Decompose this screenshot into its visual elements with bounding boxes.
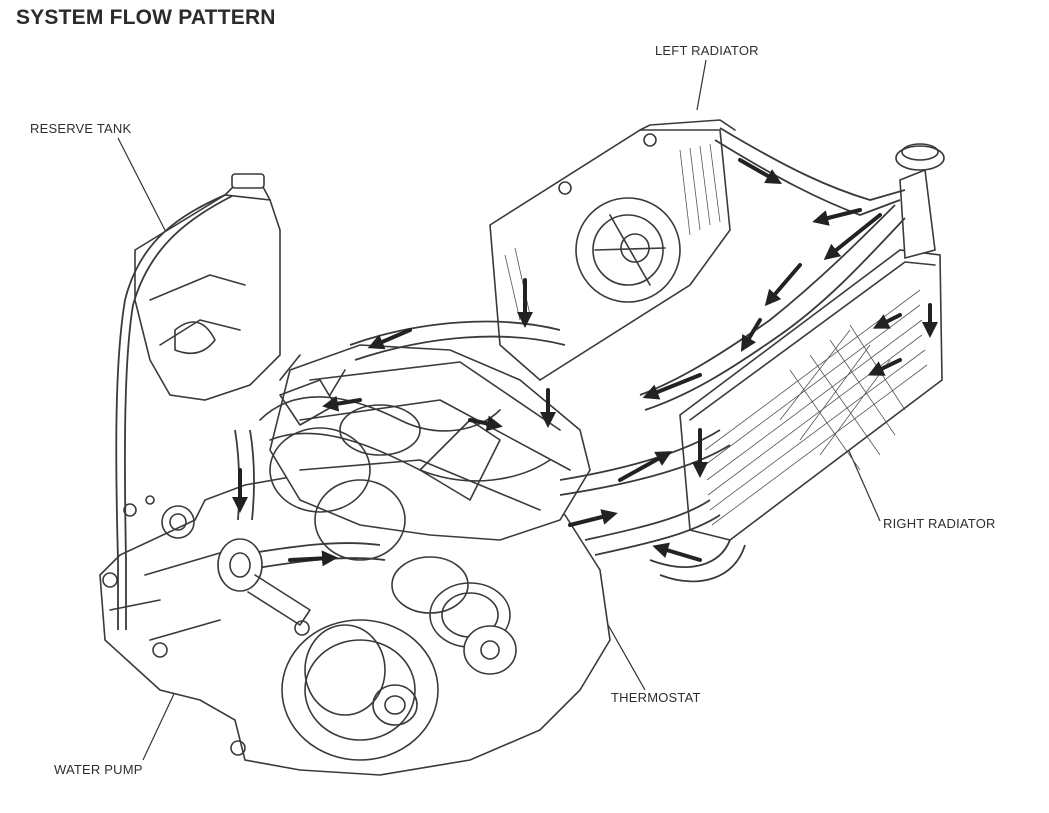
engine-plumbing: [217, 354, 551, 636]
flow-arrows: [232, 158, 938, 567]
page-title: SYSTEM FLOW PATTERN: [16, 6, 276, 29]
label-right-radiator: RIGHT RADIATOR: [883, 516, 996, 531]
coolant-hoses: [234, 127, 906, 583]
label-left-radiator: LEFT RADIATOR: [655, 43, 759, 58]
leader-reserve-tank: [117, 137, 171, 241]
leader-right-radiator: [844, 441, 881, 522]
reserve-tank: [115, 173, 281, 630]
label-thermostat: THERMOSTAT: [611, 690, 701, 705]
label-water-pump: WATER PUMP: [54, 762, 143, 777]
left-radiator: [489, 119, 736, 381]
leader-left-radiator: [696, 59, 707, 111]
label-reserve-tank: RESERVE TANK: [30, 121, 132, 136]
